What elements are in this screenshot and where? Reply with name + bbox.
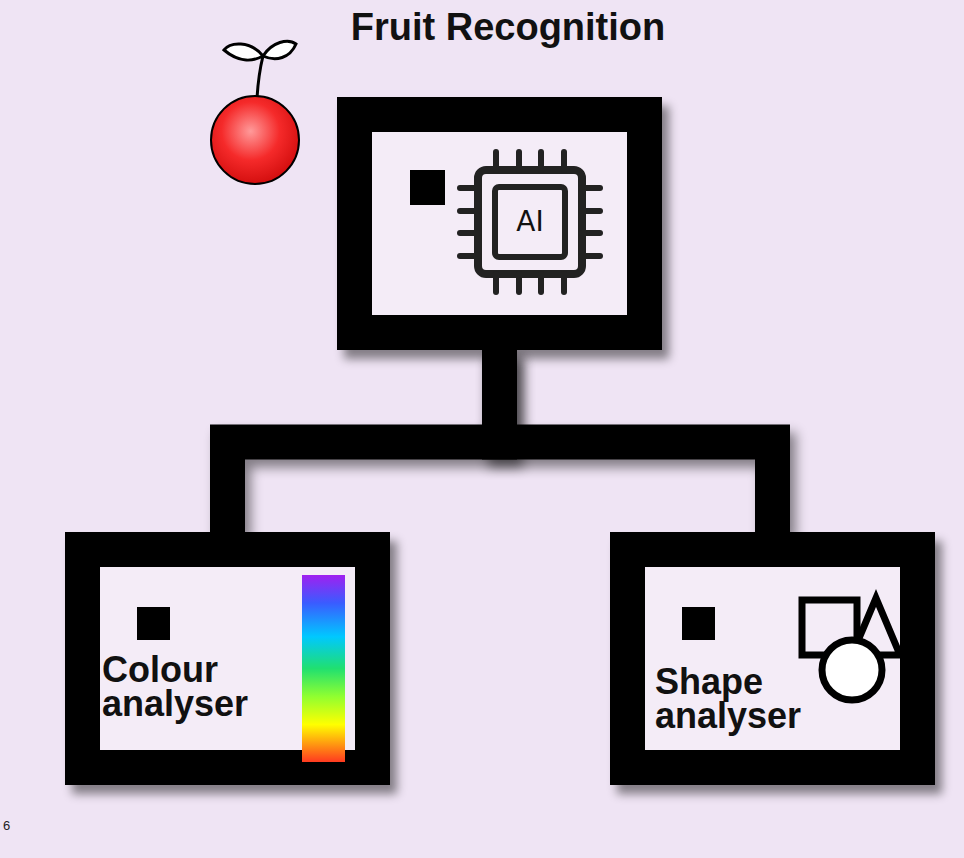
title-holder: Fruit Recognition [0, 6, 964, 49]
status-square [682, 607, 715, 640]
page-number: 6 [3, 818, 10, 833]
status-square [410, 170, 445, 205]
box-label: Shape analyser [655, 665, 855, 733]
analyser-box: Shape analyser [610, 532, 935, 785]
tree-connector [500, 350, 773, 532]
chip-label: AI [516, 207, 543, 237]
diagram-title: Fruit Recognition [351, 6, 666, 49]
processor-box: AI [337, 97, 662, 350]
status-square [137, 607, 170, 640]
chip-icon [460, 152, 600, 292]
tree-connector [228, 350, 500, 532]
box-label: Colour analyser [102, 653, 302, 721]
label-holder: 6 [3, 816, 10, 834]
shapes-icon [802, 598, 900, 700]
analyser-box: Colour analyser [65, 532, 390, 785]
cherry-icon [211, 41, 299, 184]
colour-spectrum [302, 575, 345, 762]
